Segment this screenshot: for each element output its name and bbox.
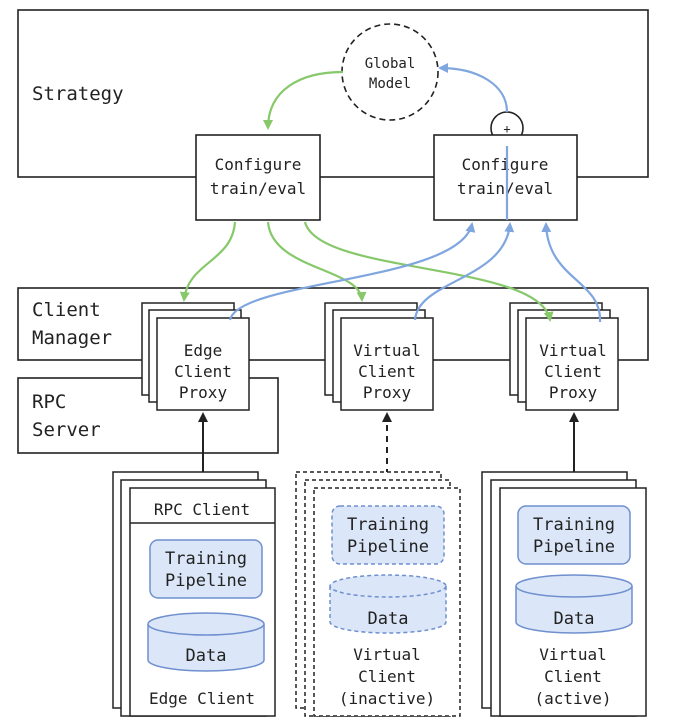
edge-proxy-box [156,317,250,411]
active-training-pipeline [517,505,631,565]
aggregate-to-model-arrow [438,63,509,113]
edge-client-header: RPC Client [154,500,250,519]
aggregate-symbol: + [503,122,510,136]
global-model-circle [341,23,439,121]
inactive-pipeline-line2: Pipeline [347,537,429,557]
active-caption-line2: Client [544,667,602,686]
inactive-caption-line3: (inactive) [339,689,435,708]
edge-client-box [129,487,276,717]
configure-right-line1: Configure [462,155,549,174]
inactive-caption-line1: Virtual [353,645,420,664]
global-model-label-line1: Global [365,56,416,72]
edge-client-caption: Edge Client [149,689,255,708]
configure-to-edge-proxy-arrow [179,221,237,302]
mid-proxy-line2: Client [358,362,416,381]
active-pipeline-line2: Pipeline [533,537,615,557]
edge-proxy-line1: Edge [184,341,223,360]
right-proxy-box [525,317,619,411]
right-proxy-line3: Proxy [549,383,598,402]
configure-left-line2: train/eval [210,179,306,198]
configure-right-line2: train/eval [457,179,553,198]
active-data-label: Data [554,609,595,629]
edge-proxy-line2: Client [174,362,232,381]
edge-proxy-line3: Proxy [179,383,228,402]
rpc-server-line1: RPC [32,391,66,413]
mid-proxy-to-configure-arrow [413,222,515,321]
inactive-data-cylinder [329,574,447,634]
edge-pipeline-line2: Pipeline [165,571,247,591]
model-to-configure-arrow [263,70,344,130]
configure-box-left [195,134,321,221]
configure-to-right-proxy-arrow [303,221,554,322]
configure-to-mid-proxy-arrow [266,221,367,302]
edge-data-label: Data [186,646,227,666]
right-proxy-to-configure-arrow [541,222,602,323]
inactive-caption-line2: Client [358,667,416,686]
inactive-pipeline-line1: Training [347,515,429,535]
mid-proxy-line3: Proxy [363,383,412,402]
edge-pipeline-line1: Training [165,549,247,569]
active-pipeline-line1: Training [533,515,615,535]
strategy-label: Strategy [32,83,124,105]
edge-data-cylinder [147,612,265,672]
rpc-server-line2: Server [32,419,101,441]
right-proxy-line2: Client [544,362,602,381]
mid-proxy-box [340,317,434,411]
active-caption-line1: Virtual [539,645,606,664]
active-data-cylinder [515,574,633,634]
active-caption-line3: (active) [534,689,611,708]
configure-left-line1: Configure [215,155,302,174]
global-model-label-line2: Model [369,76,411,92]
edge-training-pipeline [149,539,263,599]
client-manager-line2: Manager [32,327,112,349]
inactive-training-pipeline [331,505,445,565]
client-manager-line1: Client [32,299,101,321]
inactive-data-label: Data [368,609,409,629]
mid-proxy-line1: Virtual [353,341,420,360]
configure-box-right [433,134,578,221]
edge-proxy-to-configure-arrow [228,222,476,321]
right-proxy-line1: Virtual [539,341,606,360]
